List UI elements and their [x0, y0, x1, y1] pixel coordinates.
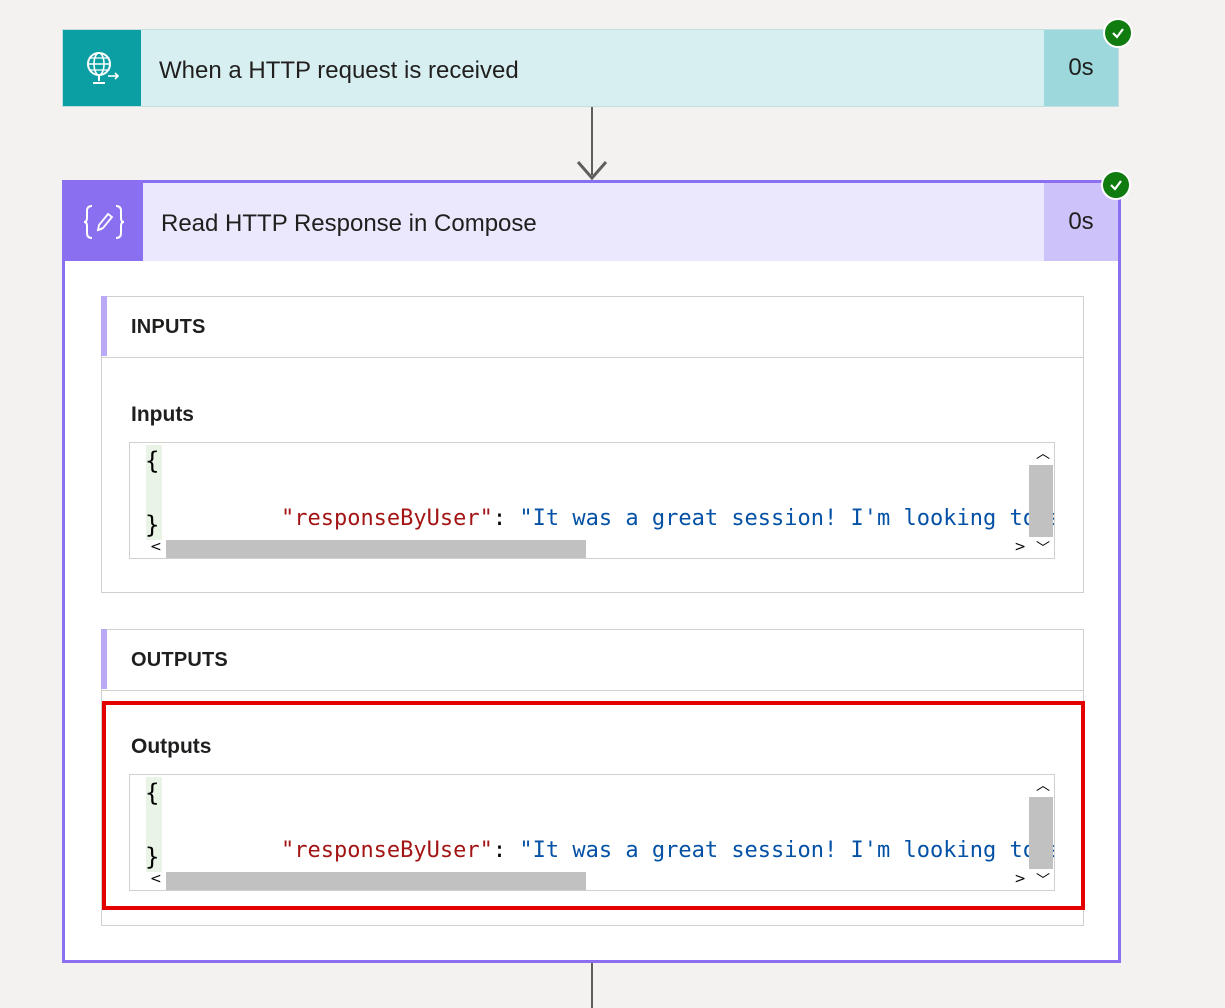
trigger-title: When a HTTP request is received: [159, 57, 519, 84]
horizontal-scrollbar-thumb[interactable]: [166, 540, 586, 558]
inputs-field-label: Inputs: [131, 403, 194, 426]
scroll-up-icon[interactable]: ︿: [1036, 446, 1050, 462]
json-value: "It was a great session! I'm looking to …: [519, 506, 1054, 531]
outputs-field-label: Outputs: [131, 735, 212, 758]
outputs-section-title: OUTPUTS: [131, 649, 228, 671]
compose-braces-icon: [83, 205, 125, 239]
scroll-left-icon[interactable]: <: [150, 539, 162, 555]
scroll-left-icon[interactable]: <: [150, 871, 162, 887]
json-colon: :: [492, 506, 520, 531]
compose-header[interactable]: Read HTTP Response in Compose 0s: [65, 183, 1118, 261]
scroll-down-icon[interactable]: ﹀: [1036, 541, 1050, 557]
json-value: "It was a great session! I'm looking to …: [519, 838, 1054, 863]
json-open-brace: {: [145, 779, 160, 807]
inputs-section-title: INPUTS: [131, 316, 206, 338]
trigger-success-check-icon: [1103, 18, 1133, 48]
json-open-brace: {: [145, 447, 160, 475]
json-line: "responseByUser": "It was a great sessio…: [175, 813, 1054, 888]
json-line: "responseByUser": "It was a great sessio…: [175, 481, 1054, 556]
json-colon: :: [492, 838, 520, 863]
outputs-highlight-box: [102, 701, 1085, 910]
inputs-section: INPUTS Inputs { "responseByUser": "It wa…: [101, 296, 1084, 593]
trigger-icon-box: [63, 30, 141, 106]
trigger-card[interactable]: When a HTTP request is received 0s: [62, 29, 1119, 107]
outputs-section: OUTPUTS Outputs { "responseByUser": "It …: [101, 629, 1084, 926]
section-accent-bar: [101, 629, 107, 689]
compose-card[interactable]: Read HTTP Response in Compose 0s INPUTS …: [62, 180, 1121, 963]
code-gutter: [146, 445, 162, 540]
inputs-code-viewer[interactable]: { "responseByUser": "It was a great sess…: [129, 442, 1055, 559]
flow-arrow-icon: [576, 161, 608, 181]
json-close-brace: }: [145, 843, 160, 871]
flow-connector-bottom: [591, 963, 593, 1008]
code-gutter: [146, 777, 162, 872]
compose-title: Read HTTP Response in Compose: [161, 210, 537, 237]
scroll-right-icon[interactable]: >: [1014, 871, 1026, 887]
vertical-scrollbar-thumb[interactable]: [1029, 465, 1053, 537]
json-key: "responseByUser": [280, 506, 493, 531]
scroll-down-icon[interactable]: ﹀: [1036, 873, 1050, 889]
vertical-scrollbar-thumb[interactable]: [1029, 797, 1053, 869]
compose-success-check-icon: [1101, 170, 1131, 200]
inputs-section-header[interactable]: INPUTS: [101, 296, 1083, 358]
outputs-section-header[interactable]: OUTPUTS: [101, 629, 1083, 691]
scroll-right-icon[interactable]: >: [1014, 539, 1026, 555]
scroll-up-icon[interactable]: ︿: [1036, 778, 1050, 794]
globe-http-icon: [87, 52, 120, 84]
json-key: "responseByUser": [280, 838, 493, 863]
compose-icon-box: [65, 183, 143, 261]
flow-connector-top: [591, 107, 593, 175]
json-close-brace: }: [145, 511, 160, 539]
outputs-code-viewer[interactable]: { "responseByUser": "It was a great sess…: [129, 774, 1055, 891]
section-accent-bar: [101, 296, 107, 356]
horizontal-scrollbar-thumb[interactable]: [166, 872, 586, 890]
